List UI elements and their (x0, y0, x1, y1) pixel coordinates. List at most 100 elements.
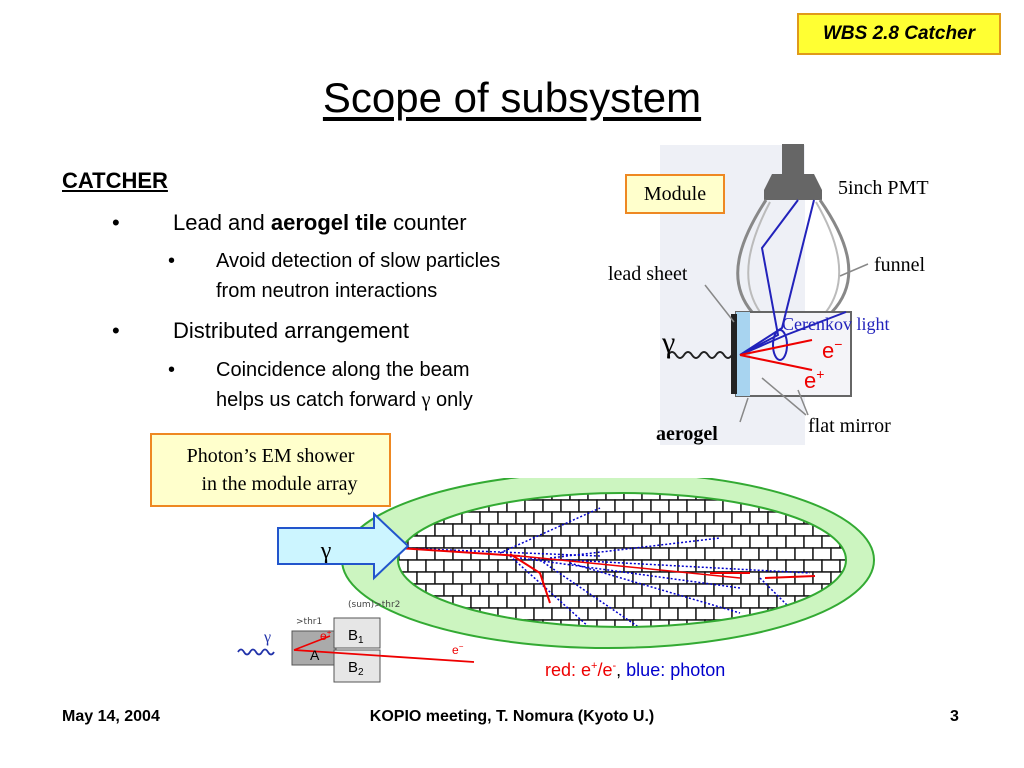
grid-cell (668, 547, 688, 561)
grid-cell (605, 607, 625, 621)
grid-cell (686, 547, 706, 561)
grid-cell (596, 499, 616, 513)
photon-track (519, 557, 741, 589)
grid-cell (479, 535, 499, 549)
small-gamma-label: γ (263, 629, 271, 646)
grid-cell (668, 523, 688, 537)
grid-cell (479, 511, 499, 525)
grid-cell (650, 523, 670, 537)
lead-sheet (731, 314, 737, 394)
grid-cell (803, 493, 823, 501)
electron-track (398, 547, 521, 557)
grid-cell (632, 595, 652, 609)
pointer-funnel (839, 263, 869, 277)
grid-cell (497, 511, 517, 525)
grid-cell (650, 499, 670, 513)
grid-cell (488, 595, 508, 609)
grid-cell (425, 559, 445, 573)
grid-cell (596, 523, 616, 537)
grid-cell (740, 547, 760, 561)
grid-cell (740, 595, 760, 609)
grid-cell (776, 523, 796, 537)
grid-cell (704, 523, 724, 537)
aerogel-label: aerogel (656, 423, 718, 445)
grid-cell (479, 583, 499, 597)
small-electron-label: e− (452, 642, 464, 657)
funnel-right (818, 199, 851, 314)
photon-track (539, 559, 641, 627)
grid-cell (785, 559, 805, 573)
grid-cell (623, 511, 643, 525)
bullet-marker: • (112, 318, 120, 343)
pointer-aerogel (739, 397, 749, 423)
grid-cell (587, 535, 607, 549)
grid-cell (506, 523, 526, 537)
grid-cell (858, 488, 876, 500)
small-positron-label: e+ (320, 628, 332, 643)
grid-cell (749, 535, 769, 549)
pmt-body (764, 174, 822, 200)
grid-cell (858, 608, 876, 620)
grid-cell (803, 535, 823, 549)
grid-cell (407, 559, 427, 573)
grid-cell (695, 607, 715, 621)
module-diagram: 5inch PMT funnel lead sheet Cerenkov lig… (608, 144, 929, 445)
grid-cell (623, 583, 643, 597)
module-array-diagram: γ (277, 478, 876, 649)
grid-cell (740, 523, 760, 537)
grid-cell (569, 535, 589, 549)
grid-cell (515, 583, 535, 597)
footer-date: May 14, 2004 (62, 708, 160, 725)
grid-cell (488, 571, 508, 585)
grid-cell (821, 493, 841, 501)
grid-cell (695, 535, 715, 549)
grid-cell (713, 511, 733, 525)
grid-cell (479, 559, 499, 573)
grid-cell (578, 499, 598, 513)
grid-cell (858, 632, 876, 644)
grid-cell (839, 493, 846, 501)
grid-cell (560, 523, 580, 537)
grid-cell (578, 547, 598, 561)
electron-track (509, 553, 551, 604)
grid-cell (560, 499, 580, 513)
grid-cell (758, 547, 778, 561)
grid-cell (614, 571, 634, 585)
module-box (735, 311, 852, 397)
grid-cell (749, 511, 769, 525)
grid-cell (578, 595, 598, 609)
grid-cell (623, 535, 643, 549)
grid-cell (668, 499, 688, 513)
cerenkov-label: Cerenkov light (782, 314, 889, 334)
grid-cell (776, 547, 796, 561)
grid-cell (722, 523, 742, 537)
grid-cell (786, 632, 804, 644)
grid-cell (731, 535, 751, 549)
grid-cell (434, 571, 454, 585)
mirror-label: flat mirror (808, 415, 891, 437)
grid-cell (650, 571, 670, 585)
grid-cell (731, 511, 751, 525)
electron-track (739, 339, 813, 356)
coincidence-diagram: (sum)>thr2 >thr1 γ A B1 B2 e+ e− (237, 600, 475, 683)
grid-cell (804, 632, 822, 644)
pointer-mirror-2 (761, 377, 807, 416)
grid-cell (614, 499, 634, 513)
grid-cell (722, 547, 742, 561)
grid-cell (641, 607, 661, 621)
grid-cell (794, 571, 814, 585)
grid-cell (506, 571, 526, 585)
track-legend: red: e+/e-, blue: photon (545, 660, 726, 680)
grid-cell (605, 583, 625, 597)
grid-cell (614, 523, 634, 537)
grid-cell (768, 632, 786, 644)
thr1-label: >thr1 (296, 617, 322, 627)
grid-cell (704, 595, 724, 609)
grid-cell (515, 607, 535, 621)
grid-cell (839, 607, 846, 621)
funnel-inner-left (747, 201, 771, 313)
grid-cell (650, 547, 670, 561)
grid-cell (497, 583, 517, 597)
lead-sheet-label: lead sheet (608, 263, 688, 285)
bullet-marker: • (112, 210, 120, 235)
